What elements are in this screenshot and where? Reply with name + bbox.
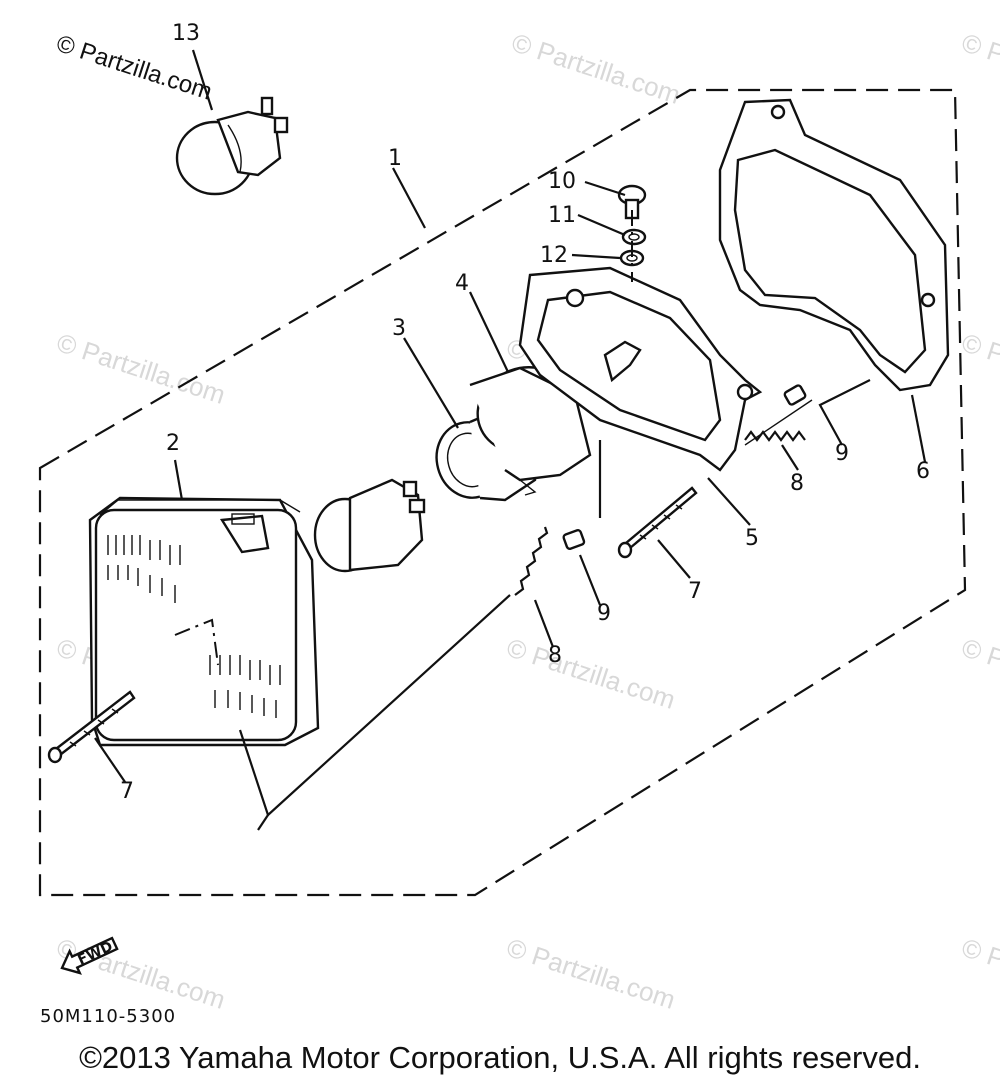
watermark: © Partzilla.com — [53, 327, 229, 410]
callout-4: 4 — [455, 271, 469, 296]
callout-11: 11 — [548, 203, 576, 228]
callout-5: 5 — [745, 526, 759, 551]
callout-2: 2 — [166, 431, 180, 456]
callout-9: 9 — [597, 601, 611, 626]
callout-7: 7 — [688, 579, 702, 604]
watermark: © Partzilla.com — [503, 632, 679, 715]
adjust-screw-left — [47, 690, 136, 764]
watermark: © Partzilla.com — [958, 327, 1000, 410]
spring-right — [744, 399, 813, 446]
lock-washer — [621, 228, 647, 246]
callout-6: 6 — [916, 459, 930, 484]
diagram-code: 50M110-5300 — [40, 1006, 176, 1027]
callout-12: 12 — [540, 243, 568, 268]
headlight-bulb — [313, 478, 426, 573]
callout-10: 10 — [548, 169, 576, 194]
watermark: © Partzilla.com — [958, 27, 1000, 110]
callout-3: 3 — [392, 316, 406, 341]
callout-labels: 13 1 10 11 12 4 3 2 9 6 8 5 7 9 8 7 — [120, 21, 930, 804]
watermark: © Partzilla.com — [508, 27, 684, 110]
watermark: © Partzilla.com — [958, 632, 1000, 715]
callout-8: 8 — [790, 471, 804, 496]
nut-right — [783, 384, 807, 406]
callout-9: 9 — [835, 441, 849, 466]
leader-lines — [94, 49, 927, 831]
assembly-boundary — [38, 88, 967, 897]
copyright-notice: ©2013 Yamaha Motor Corporation, U.S.A. A… — [79, 1040, 921, 1075]
bulb-spare — [175, 96, 289, 196]
socket-housing — [469, 366, 592, 496]
callout-7: 7 — [120, 779, 134, 804]
callout-1: 1 — [388, 146, 402, 171]
spring-center — [514, 526, 549, 596]
nut-center — [562, 529, 586, 551]
watermark: © Partzilla.com — [503, 932, 679, 1015]
headlight-unit — [88, 496, 320, 747]
screw — [617, 184, 647, 220]
mounting-frame — [518, 266, 763, 472]
watermark: © Partzilla.com — [958, 932, 1000, 1015]
adjust-screw-right — [617, 486, 698, 559]
callout-13: 13 — [172, 21, 200, 46]
callout-8: 8 — [548, 643, 562, 668]
outer-rim — [718, 98, 950, 392]
